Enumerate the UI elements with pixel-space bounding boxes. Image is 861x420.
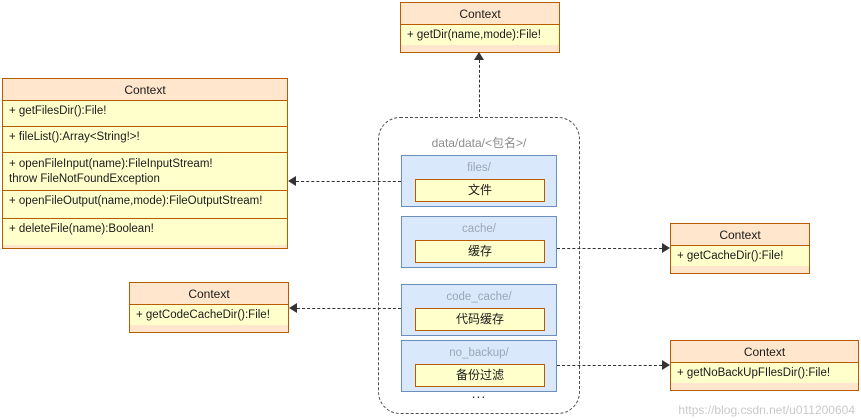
class-title: Context xyxy=(130,283,288,305)
class-member: + getDir(name,mode):File! xyxy=(401,25,559,45)
folder-cache: cache/ 缓存 xyxy=(401,216,557,268)
class-member: + deleteFile(name):Boolean! xyxy=(3,219,287,245)
class-member: + getCacheDir():File! xyxy=(671,246,809,266)
connector-cache-to-right xyxy=(557,248,662,249)
folder-no-backup: no_backup/ 备份过滤 xyxy=(401,340,557,392)
folder-name: cache/ xyxy=(462,223,496,235)
folder-inner-label: 缓存 xyxy=(415,240,545,263)
class-member: + getCodeCacheDir():File! xyxy=(130,305,288,325)
data-dir-label: data/data/<包名>/ xyxy=(431,136,527,150)
class-title: Context xyxy=(671,224,809,246)
folder-inner-label: 文件 xyxy=(415,179,545,202)
class-member: + getFilesDir():File! xyxy=(3,101,287,127)
container-ellipsis: ... xyxy=(471,385,487,401)
class-member: + fileList():Array<String!>! xyxy=(3,127,287,153)
arrow-left-codecache xyxy=(289,303,297,313)
class-title: Context xyxy=(3,79,287,101)
class-box-get-dir: Context + getDir(name,mode):File! xyxy=(400,2,560,53)
folder-files: files/ 文件 xyxy=(401,155,557,207)
class-member: + getNoBackUpFIlesDir():File! xyxy=(671,363,858,383)
class-member: + openFileOutput(name,mode):FileOutputSt… xyxy=(3,191,287,219)
watermark: https://blog.csdn.net/u011200604 xyxy=(678,403,855,417)
class-box-no-backup-dir: Context + getNoBackUpFIlesDir():File! xyxy=(670,340,859,391)
arrow-up-getdir xyxy=(474,52,484,60)
folder-code-cache: code_cache/ 代码缓存 xyxy=(401,284,557,336)
class-box-cache-dir: Context + getCacheDir():File! xyxy=(670,223,810,274)
connector-codecache-to-left xyxy=(297,308,401,309)
connector-files-to-left xyxy=(296,181,401,182)
connector-nobackup-to-right xyxy=(557,365,662,366)
arrow-right-nobackup xyxy=(662,360,670,370)
class-title: Context xyxy=(401,3,559,25)
arrow-right-cache xyxy=(662,243,670,253)
class-box-code-cache-dir: Context + getCodeCacheDir():File! xyxy=(129,282,289,333)
folder-inner-label: 备份过滤 xyxy=(415,364,545,387)
class-title: Context xyxy=(671,341,858,363)
class-box-files-api: Context + getFilesDir():File! + fileList… xyxy=(2,78,288,249)
folder-name: code_cache/ xyxy=(446,291,512,303)
arrow-left-files xyxy=(288,176,296,186)
class-member: + openFileInput(name):FileInputStream! t… xyxy=(3,153,287,191)
folder-name: no_backup/ xyxy=(449,347,509,359)
folder-name: files/ xyxy=(467,162,491,174)
connector-container-to-getdir xyxy=(479,60,480,117)
folder-inner-label: 代码缓存 xyxy=(415,308,545,331)
